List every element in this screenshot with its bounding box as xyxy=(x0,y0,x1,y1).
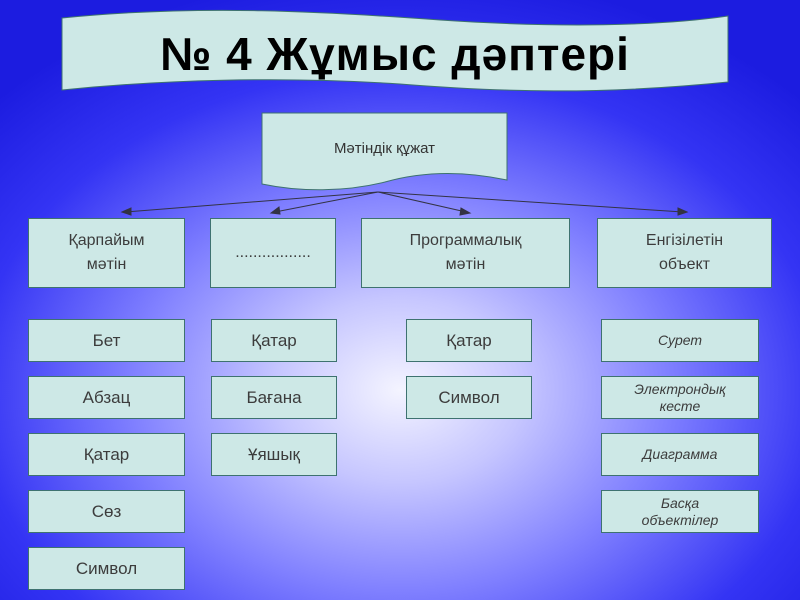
column-4-item-1: Сурет xyxy=(601,319,759,362)
column-3-item-2: Символ xyxy=(406,376,532,419)
column-1-item-3: Қатар xyxy=(28,433,185,476)
column-1-item-4: Сөз xyxy=(28,490,185,533)
column-1-item-5: Символ xyxy=(28,547,185,590)
page-title: № 4 Жұмыс дәптері xyxy=(160,28,630,80)
column-1-item-2: Абзац xyxy=(28,376,185,419)
column-3-item-1: Қатар xyxy=(406,319,532,362)
column-2-item-2: Бағана xyxy=(211,376,337,419)
column-2-item-3: Ұяшық xyxy=(211,433,337,476)
column-2-item-1: Қатар xyxy=(211,319,337,362)
column-4-item-3: Диаграмма xyxy=(601,433,759,476)
column-1-item-1: Бет xyxy=(28,319,185,362)
root-node-label: Мәтіндік құжат xyxy=(333,139,436,157)
category-2: ................. xyxy=(210,218,336,288)
